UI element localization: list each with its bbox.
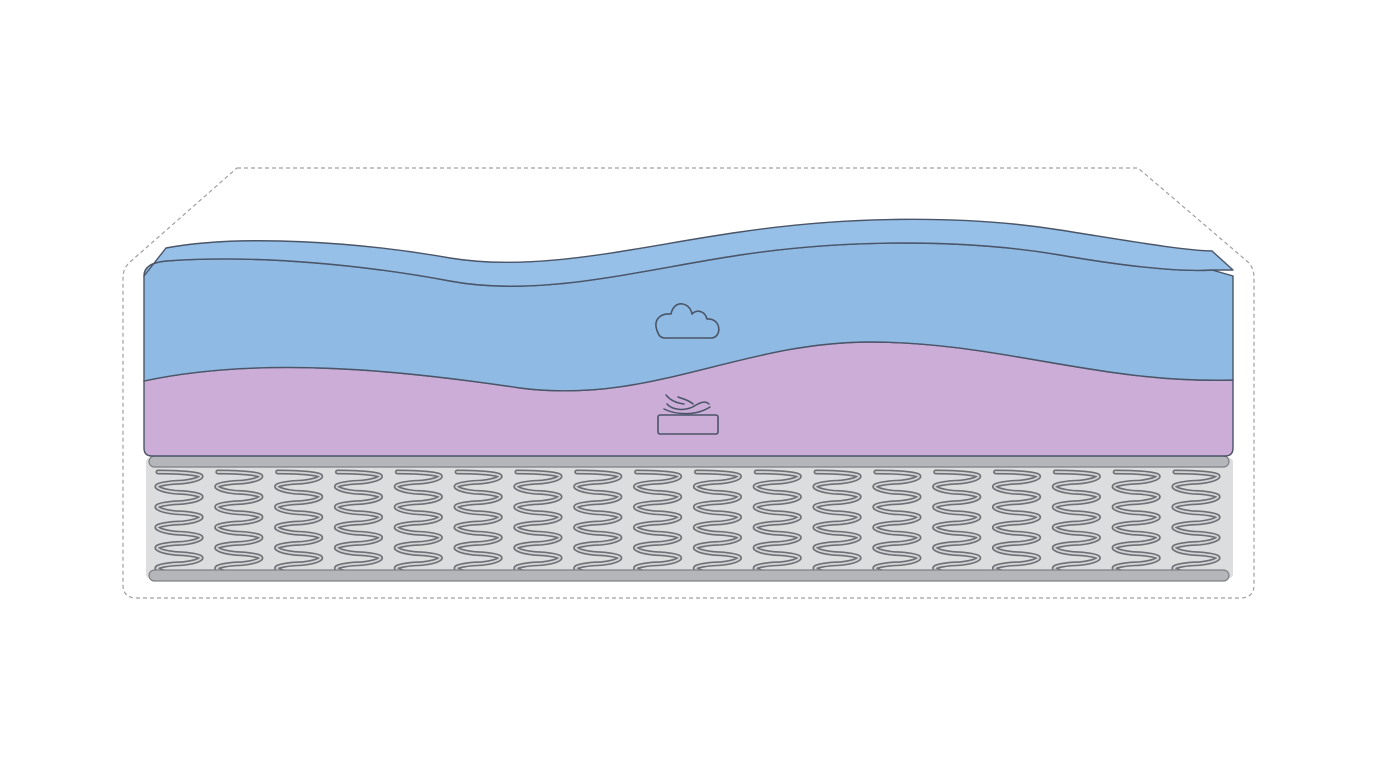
cloud-icon [655, 303, 720, 339]
coil-spring-highlight [574, 471, 621, 575]
coil-spring-highlight [1053, 471, 1100, 575]
coil-spring-highlight [335, 471, 382, 575]
coil-springs-group [154, 469, 1221, 577]
coil-spring-highlight [1173, 471, 1219, 575]
spring-top-rail [148, 455, 1230, 468]
coil-spring-highlight [933, 471, 980, 575]
coil-spring-highlight [754, 471, 801, 575]
coil-spring-highlight [275, 471, 322, 575]
coil-spring-highlight [514, 471, 561, 575]
coil-spring-highlight [395, 471, 442, 575]
coil-spring-highlight [814, 471, 861, 575]
spring-layer [146, 458, 1233, 578]
coil-spring-highlight [993, 471, 1040, 575]
dashed-outline-border [122, 167, 1255, 599]
spring-bottom-rail [148, 569, 1230, 582]
coil-spring-highlight [215, 471, 262, 575]
coil-spring-highlight [156, 471, 202, 575]
coil-spring-highlight [634, 471, 681, 575]
coil-spring-highlight [873, 471, 920, 575]
coil-spring-highlight [694, 471, 741, 575]
coil-spring-highlight [455, 471, 502, 575]
coil-spring-highlight [1113, 471, 1160, 575]
comfort-layer-top-face [143, 218, 1234, 288]
hand-pressing-foam-icon [657, 394, 719, 435]
